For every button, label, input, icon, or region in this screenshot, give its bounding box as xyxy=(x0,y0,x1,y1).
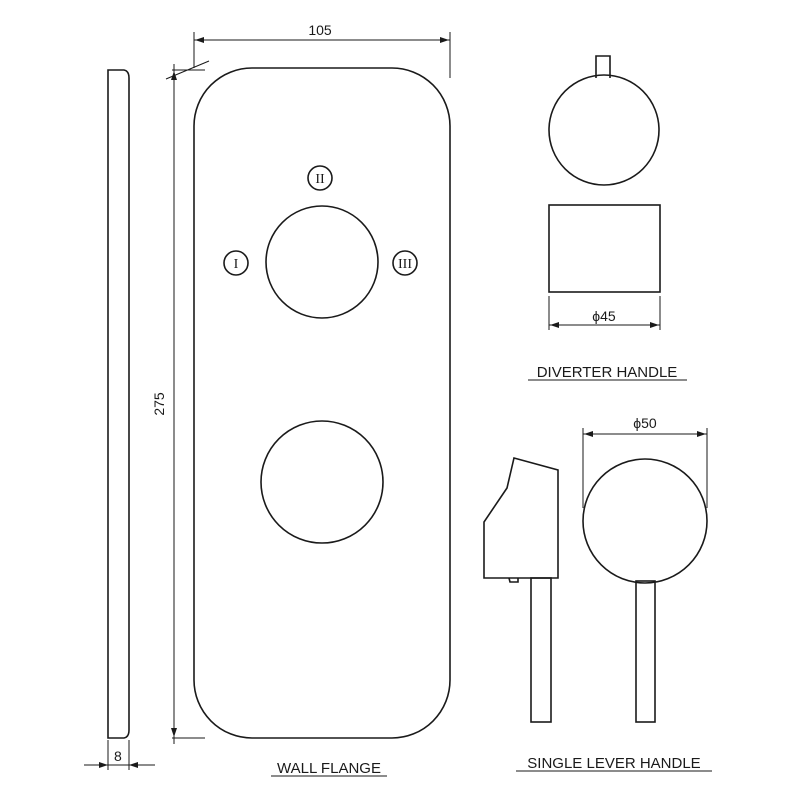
lever-diameter-dimension: ϕ50 xyxy=(582,415,708,508)
height-dimension: 275 xyxy=(151,60,210,744)
diverter-diameter-label: ϕ45 xyxy=(592,308,616,324)
lever-diameter-label: ϕ50 xyxy=(633,415,657,431)
lever-handle-front-view xyxy=(582,458,708,723)
diverter-hole xyxy=(265,205,379,319)
thickness-dimension: 8 xyxy=(84,740,155,770)
diverter-handle-side-view xyxy=(548,204,661,293)
width-label: 105 xyxy=(308,22,332,38)
diverter-diameter-dimension: ϕ45 xyxy=(548,296,661,330)
position-marker-three xyxy=(392,250,418,276)
width-dimension: 105 xyxy=(193,22,451,78)
position-label-three: III xyxy=(398,257,412,272)
height-label: 275 xyxy=(151,392,167,416)
diverter-handle-caption: DIVERTER HANDLE xyxy=(537,364,678,381)
position-marker-one xyxy=(223,250,249,276)
lever-hole xyxy=(260,420,384,544)
position-label-one: I xyxy=(234,257,239,272)
wall-flange-front-view: II I III xyxy=(193,67,451,739)
thickness-label: 8 xyxy=(114,748,122,764)
position-marker-two xyxy=(307,165,333,191)
single-lever-handle-caption: SINGLE LEVER HANDLE xyxy=(527,755,700,772)
position-label-two: II xyxy=(315,172,325,187)
wall-flange-caption: WALL FLANGE xyxy=(277,760,381,777)
wall-flange-side-view xyxy=(107,69,130,739)
lever-handle-side-view xyxy=(483,457,559,723)
diverter-handle-top-view xyxy=(548,55,660,186)
